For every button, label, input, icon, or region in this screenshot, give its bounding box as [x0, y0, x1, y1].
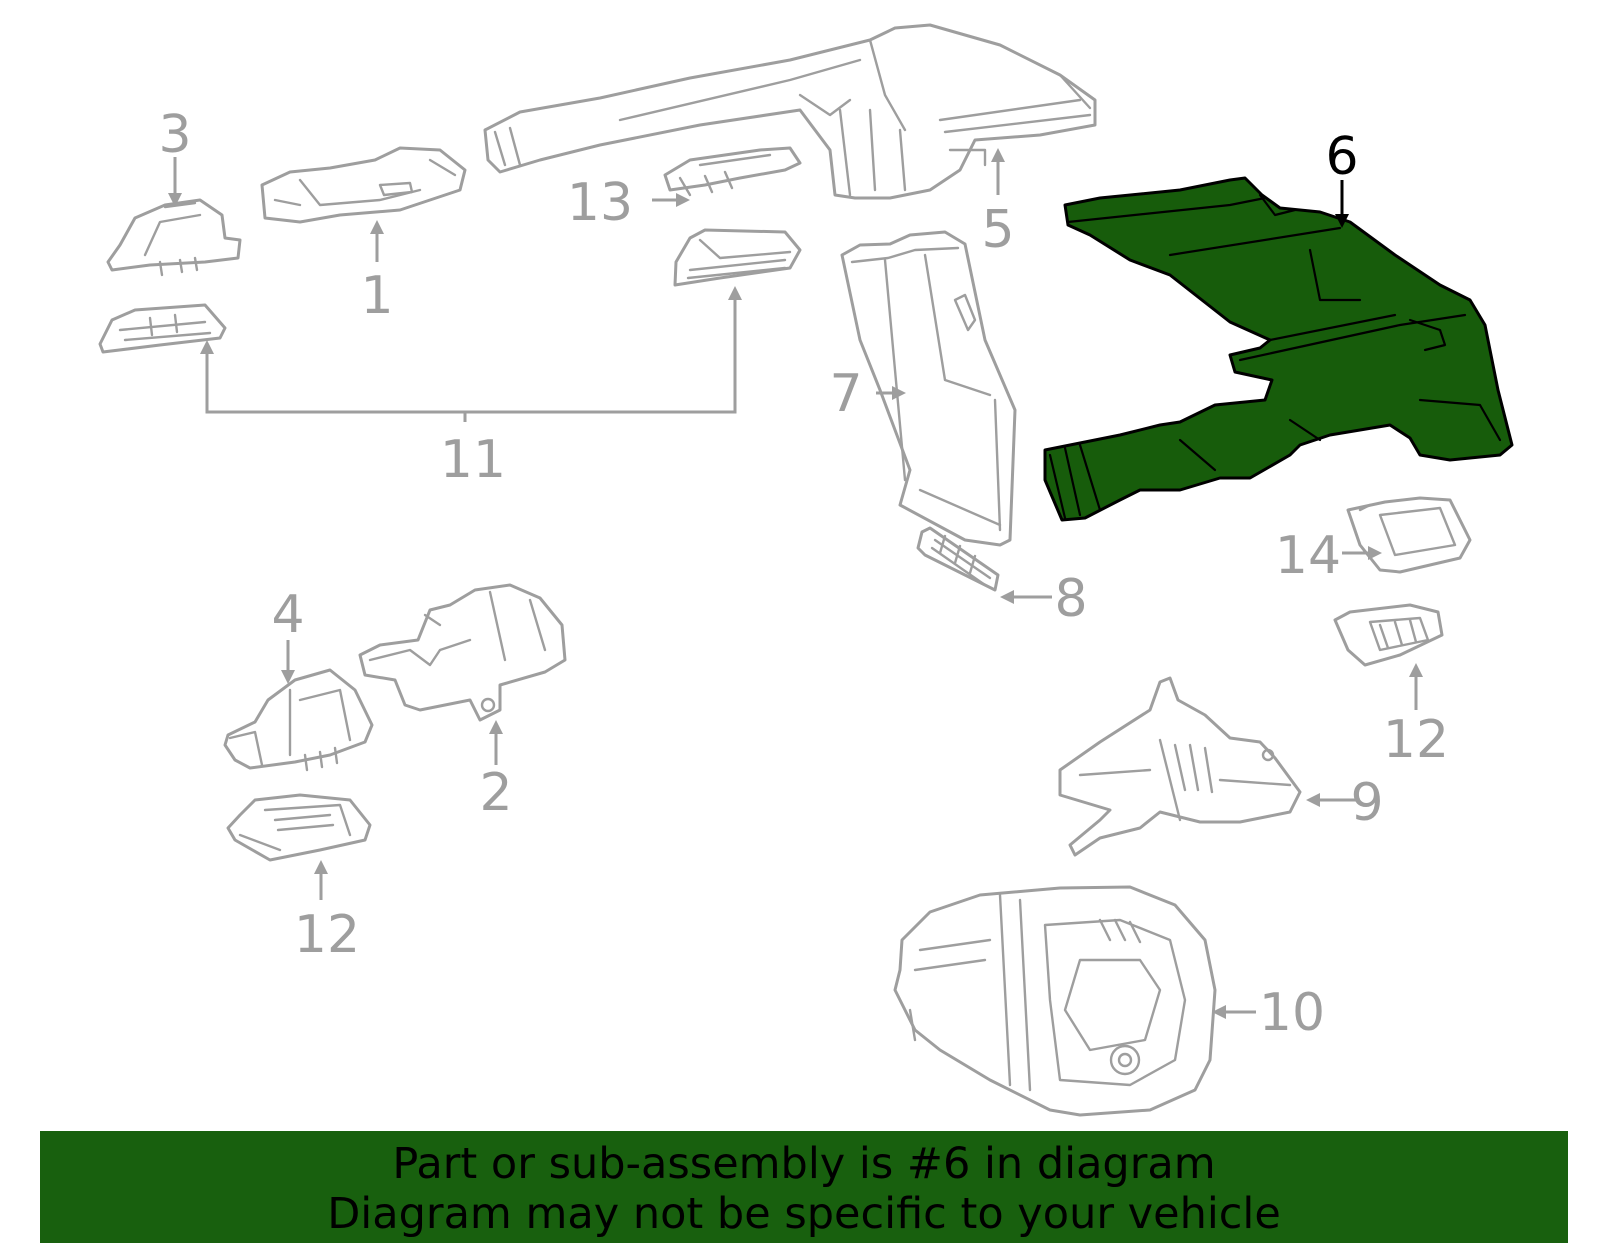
callout-8: 8	[1054, 569, 1087, 629]
callout-6: 6	[1325, 127, 1358, 187]
callout-numbers: 3 1 13 5 11 7 8 14 12 4 2 12 9 10 6	[158, 105, 1449, 1043]
callout-9: 9	[1350, 773, 1383, 833]
part-6-highlighted-duct	[1043, 176, 1514, 522]
callout-2: 2	[479, 763, 512, 823]
part-10-housing	[893, 885, 1217, 1117]
callout-11: 11	[440, 430, 506, 490]
callout-5: 5	[981, 200, 1014, 260]
part-2-duct	[358, 583, 567, 722]
part-9-bracket	[1058, 676, 1302, 857]
banner-line-1: Part or sub-assembly is #6 in diagram	[392, 1139, 1216, 1189]
callout-14: 14	[1275, 526, 1341, 586]
callout-3: 3	[158, 105, 191, 165]
part-5-main-duct	[483, 23, 1097, 200]
part-12-right-vent	[1333, 603, 1444, 667]
callout-10: 10	[1259, 983, 1325, 1043]
part-3-duct	[106, 198, 242, 277]
part-11-right-vent	[673, 228, 802, 287]
part-11-left-vent	[98, 303, 227, 354]
part-7-duct	[840, 230, 1017, 547]
callout-12-left: 12	[294, 905, 360, 965]
leader-lines	[168, 148, 1423, 1019]
callout-7: 7	[829, 364, 862, 424]
part-4-duct	[223, 668, 374, 772]
callout-4: 4	[271, 585, 304, 645]
part-14-bracket	[1346, 496, 1472, 574]
callout-13: 13	[567, 173, 633, 233]
callout-12-right: 12	[1383, 710, 1449, 770]
callout-1: 1	[360, 266, 393, 326]
part-8-grille	[916, 526, 1000, 592]
part-12-left-vent	[226, 793, 372, 862]
part-1-duct	[260, 146, 467, 224]
banner-line-2: Diagram may not be specific to your vehi…	[327, 1189, 1281, 1239]
part-13-bracket	[663, 146, 802, 197]
info-banner: Part or sub-assembly is #6 in diagram Di…	[40, 1131, 1568, 1243]
